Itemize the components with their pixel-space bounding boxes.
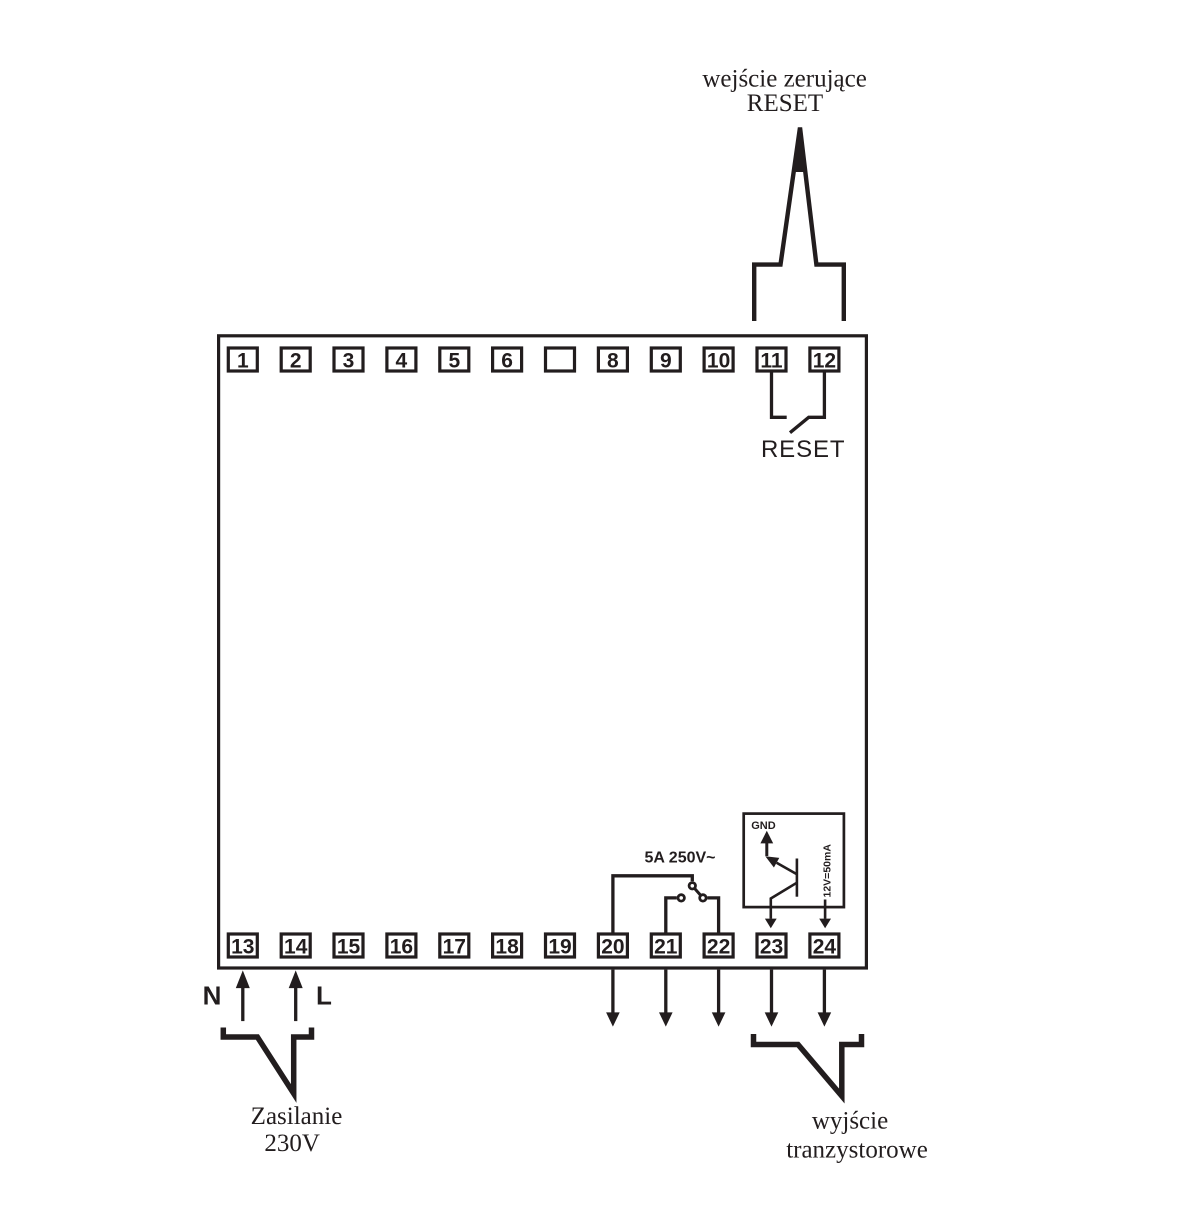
svg-text:N: N <box>203 981 222 1011</box>
svg-text:230V: 230V <box>264 1130 320 1157</box>
svg-text:4: 4 <box>396 350 408 373</box>
svg-text:19: 19 <box>548 936 571 959</box>
svg-text:L: L <box>316 981 332 1011</box>
svg-text:22: 22 <box>707 936 730 959</box>
svg-text:wyjście: wyjście <box>812 1108 888 1135</box>
svg-text:11: 11 <box>760 350 783 373</box>
svg-text:Zasilanie: Zasilanie <box>251 1103 343 1130</box>
svg-text:12V=50mA: 12V=50mA <box>822 844 834 898</box>
svg-text:tranzystorowe: tranzystorowe <box>786 1137 928 1164</box>
svg-text:RESET: RESET <box>761 436 846 463</box>
svg-text:2: 2 <box>290 350 302 373</box>
svg-text:13: 13 <box>231 936 254 959</box>
svg-text:17: 17 <box>443 936 466 959</box>
svg-text:wejście zerujące: wejście zerujące <box>702 66 866 93</box>
svg-text:6: 6 <box>501 350 513 373</box>
svg-text:15: 15 <box>337 936 361 959</box>
svg-text:GND: GND <box>751 820 776 832</box>
svg-text:23: 23 <box>760 936 783 959</box>
svg-text:21: 21 <box>654 936 678 959</box>
svg-text:18: 18 <box>495 936 519 959</box>
svg-text:RESET: RESET <box>747 90 823 117</box>
svg-text:8: 8 <box>607 350 619 373</box>
svg-text:14: 14 <box>284 936 308 959</box>
svg-text:3: 3 <box>343 350 355 373</box>
svg-text:20: 20 <box>601 936 624 959</box>
svg-text:24: 24 <box>813 936 837 959</box>
svg-text:5A 250V~: 5A 250V~ <box>644 850 715 867</box>
svg-text:12: 12 <box>813 350 836 373</box>
svg-text:16: 16 <box>390 936 413 959</box>
svg-text:9: 9 <box>660 350 672 373</box>
svg-text:10: 10 <box>707 350 730 373</box>
svg-text:5: 5 <box>448 350 460 373</box>
svg-text:1: 1 <box>237 350 249 373</box>
